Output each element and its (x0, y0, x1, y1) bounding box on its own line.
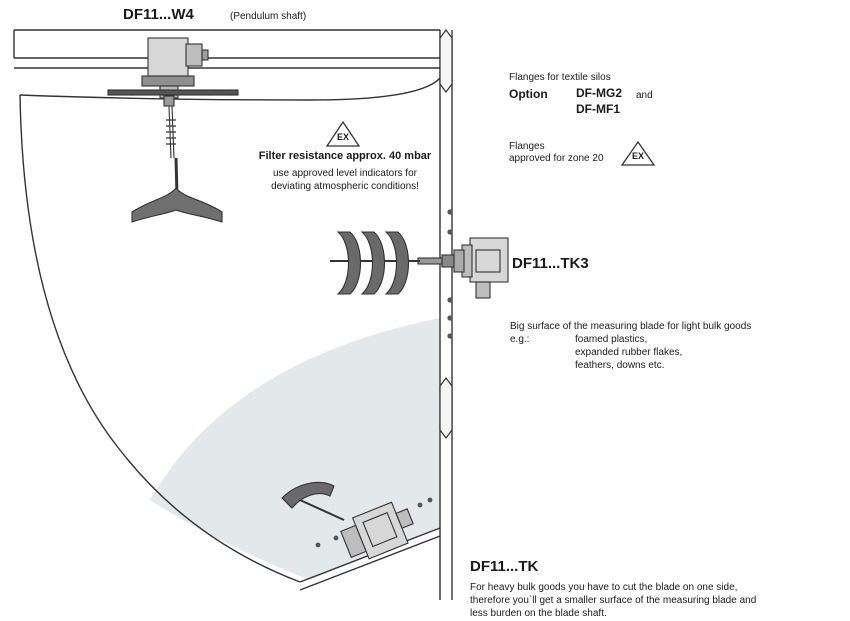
tk3-eg-label: e.g.: (510, 334, 530, 345)
silo-outline (13, 29, 453, 600)
zone-line-1: Flanges (509, 141, 545, 152)
ex-mark-label-zone: EX (631, 151, 644, 161)
tk3-example: expanded rubber flakes, (575, 347, 683, 358)
option-and: and (636, 90, 653, 101)
filter-line-2: deviating atmospheric conditions! (271, 181, 419, 192)
tk3-description: Big surface of the measuring blade for l… (510, 321, 752, 332)
tk-description-line-1: For heavy bulk goods you have to cut the… (470, 582, 738, 593)
flanges-title: Flanges for textile silos (509, 72, 611, 83)
ex-triangle-icon (325, 120, 361, 147)
option-label: Option (509, 87, 548, 101)
device-tk3 (330, 231, 509, 299)
tk3-example: feathers, downs etc. (575, 360, 665, 371)
device-tk (281, 481, 414, 560)
model-title-tk: DF11...TK (470, 558, 539, 575)
zone-line-2: approved for zone 20 (509, 153, 604, 164)
tk-description-line-2: therefore you`ll get a smaller surface o… (470, 595, 757, 606)
ex-triangle-icon-zone (620, 140, 656, 166)
tk3-example: foamed plastics, (575, 334, 648, 345)
filter-heading: Filter resistance approx. 40 mbar (258, 150, 432, 162)
flange-clamps (439, 29, 453, 439)
filter-line-1: use approved level indicators for (273, 168, 417, 179)
option-df-mg2: DF-MG2 (576, 86, 622, 100)
tk-description-line-3: less burden on the blade shaft. (470, 608, 607, 619)
option-df-mf1: DF-MF1 (576, 102, 620, 116)
model-note-w4: (Pendulum shaft) (230, 11, 307, 22)
device-w4 (107, 37, 239, 223)
ex-mark-label: EX (336, 132, 349, 142)
model-title-tk3: DF11...TK3 (512, 255, 589, 272)
model-title-w4: DF11...W4 (123, 6, 194, 23)
